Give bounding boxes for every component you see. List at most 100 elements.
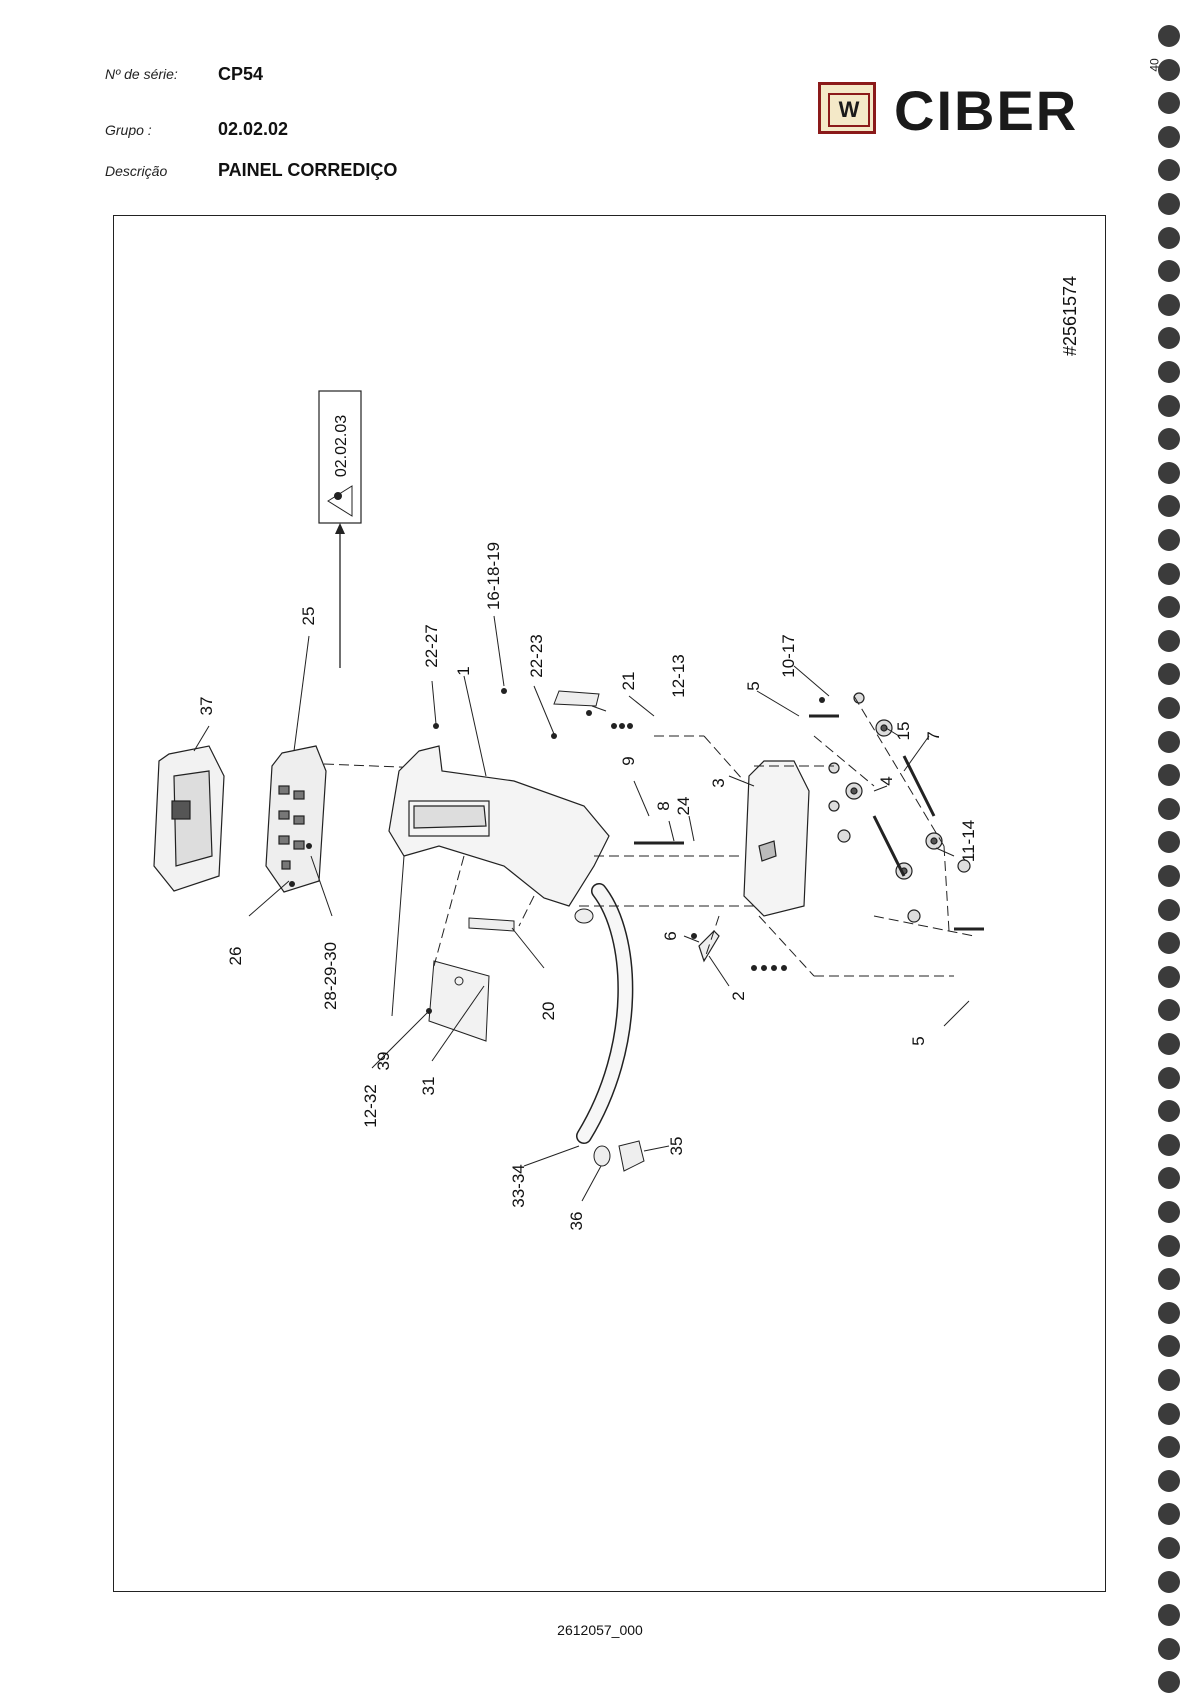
part-35-flange: [618, 1140, 645, 1172]
callout-20: 20: [539, 1002, 558, 1021]
description-label: Descrição: [105, 163, 168, 179]
callout-7: 7: [924, 731, 943, 740]
callout-31: 31: [419, 1077, 438, 1096]
part-31-plate: [428, 960, 490, 1042]
footer-doc-code: 2612057_000: [557, 1622, 643, 1638]
callout-labels: 37 25 26 28-29-30 22-27 39 1 16-18-19 22…: [197, 542, 978, 1230]
binder-hole-icon: [1158, 1201, 1180, 1223]
callout-2: 2: [729, 991, 748, 1000]
binder-hole-icon: [1158, 1570, 1180, 1593]
binder-hole-icon: [1158, 1066, 1180, 1089]
binder-hole-icon: [1158, 898, 1180, 921]
callout-37: 37: [197, 697, 216, 716]
binder-hole-icon: [1158, 1671, 1180, 1694]
callout-35: 35: [667, 1137, 686, 1156]
binder-hole-icon: [1158, 394, 1180, 417]
binder-hole-icon: [1158, 529, 1180, 551]
callout-25: 25: [299, 607, 318, 626]
callout-3: 3: [709, 778, 728, 787]
view-ref-label: 02.02.03: [333, 415, 350, 477]
binder-hole-icon: [1158, 629, 1180, 652]
part-25-control-board: [265, 745, 327, 893]
callout-22-23: 22-23: [527, 634, 546, 677]
callout-36: 36: [567, 1212, 586, 1231]
exploded-parts-drawing: #2561574 02.02.03: [113, 215, 1106, 1592]
callout-12-13: 12-13: [669, 654, 688, 697]
binder-hole-icon: [1158, 1604, 1180, 1627]
binder-hole-icon: [1158, 1100, 1180, 1123]
binder-hole-icon: [1158, 260, 1180, 283]
binder-hole-icon: [1158, 1301, 1180, 1324]
binder-hole-icon: [1158, 1167, 1180, 1190]
part-1-slide-body: [388, 745, 610, 907]
callout-5-top: 5: [744, 681, 763, 690]
callout-22-27: 22-27: [422, 624, 441, 667]
binder-hole-icon: [1158, 495, 1180, 518]
binder-hole-icon: [1158, 730, 1180, 753]
binder-hole-icon: [1158, 1033, 1180, 1055]
binder-hole-icon: [1158, 1335, 1180, 1358]
binder-hole-icon: [1158, 1234, 1180, 1257]
callout-15: 15: [894, 722, 913, 741]
binder-hole-icon: [1158, 1537, 1180, 1559]
callout-39: 39: [374, 1052, 393, 1071]
callout-1: 1: [454, 666, 473, 675]
binder-hole-icon: [1158, 1268, 1180, 1291]
binder-hole-icon: [1158, 361, 1180, 383]
binder-hole-icon: [1158, 1402, 1180, 1425]
callout-33-34: 33-34: [509, 1164, 528, 1207]
binder-hole-icon: [1158, 663, 1180, 686]
binder-hole-icon: [1158, 1133, 1180, 1156]
binder-hole-icon: [1158, 1436, 1180, 1459]
logo-mark-icon: W: [818, 82, 876, 134]
callout-12-32: 12-32: [361, 1084, 380, 1127]
group-value: 02.02.02: [218, 119, 289, 139]
callout-28-29-30: 28-29-30: [321, 942, 340, 1010]
binder-hole-icon: [1158, 865, 1180, 887]
binder-hole-icon: [1158, 831, 1180, 854]
binder-hole-icon: [1158, 562, 1180, 585]
binder-hole-icon: [1158, 58, 1180, 81]
binder-hole-icon: [1158, 193, 1180, 215]
binder-hole-icon: [1158, 226, 1180, 249]
callout-26: 26: [226, 947, 245, 966]
callout-24: 24: [674, 797, 693, 816]
binder-hole-icon: [1158, 25, 1180, 47]
binder-hole-icon: [1158, 697, 1180, 719]
serial-value: CP54: [218, 64, 264, 84]
binder-hole-icon: [1158, 159, 1180, 182]
binder-hole-icon: [1158, 461, 1180, 484]
arrow-up-icon: [335, 523, 345, 534]
binder-holes: [1158, 25, 1188, 1695]
binder-hole-icon: [1158, 1469, 1180, 1492]
callout-6: 6: [661, 931, 680, 940]
binder-hole-icon: [1158, 965, 1180, 988]
part-20-handle: [468, 917, 515, 932]
binder-hole-icon: [1158, 764, 1180, 787]
callout-5-bottom: 5: [909, 1036, 928, 1045]
binder-hole-icon: [1158, 1637, 1180, 1660]
callout-9: 9: [619, 756, 638, 765]
callout-4: 4: [877, 776, 896, 785]
callout-11-14: 11-14: [959, 820, 978, 862]
part-21-handle: [553, 690, 600, 707]
part-36-clamp: [593, 1145, 611, 1167]
part-3-frame: [743, 760, 810, 917]
binder-hole-icon: [1158, 1369, 1180, 1391]
callout-16-18-19: 16-18-19: [484, 542, 503, 610]
logo-brand-text: CIBER: [894, 79, 1079, 142]
binder-hole-icon: [1158, 797, 1180, 820]
binder-hole-icon: [1158, 999, 1180, 1022]
binder-hole-icon: [1158, 293, 1180, 316]
group-label: Grupo :: [105, 122, 152, 138]
serial-label: Nº de série:: [105, 66, 178, 82]
binder-hole-icon: [1158, 125, 1180, 148]
parts-diagram: #2561574 02.02.03: [153, 276, 1080, 1230]
callout-21: 21: [619, 672, 638, 691]
binder-hole-icon: [1158, 1503, 1180, 1526]
binder-hole-icon: [1158, 92, 1180, 115]
binder-hole-icon: [1158, 596, 1180, 619]
binder-hole-icon: [1158, 932, 1180, 955]
roller-parts: [828, 692, 971, 923]
callout-8: 8: [654, 801, 673, 810]
